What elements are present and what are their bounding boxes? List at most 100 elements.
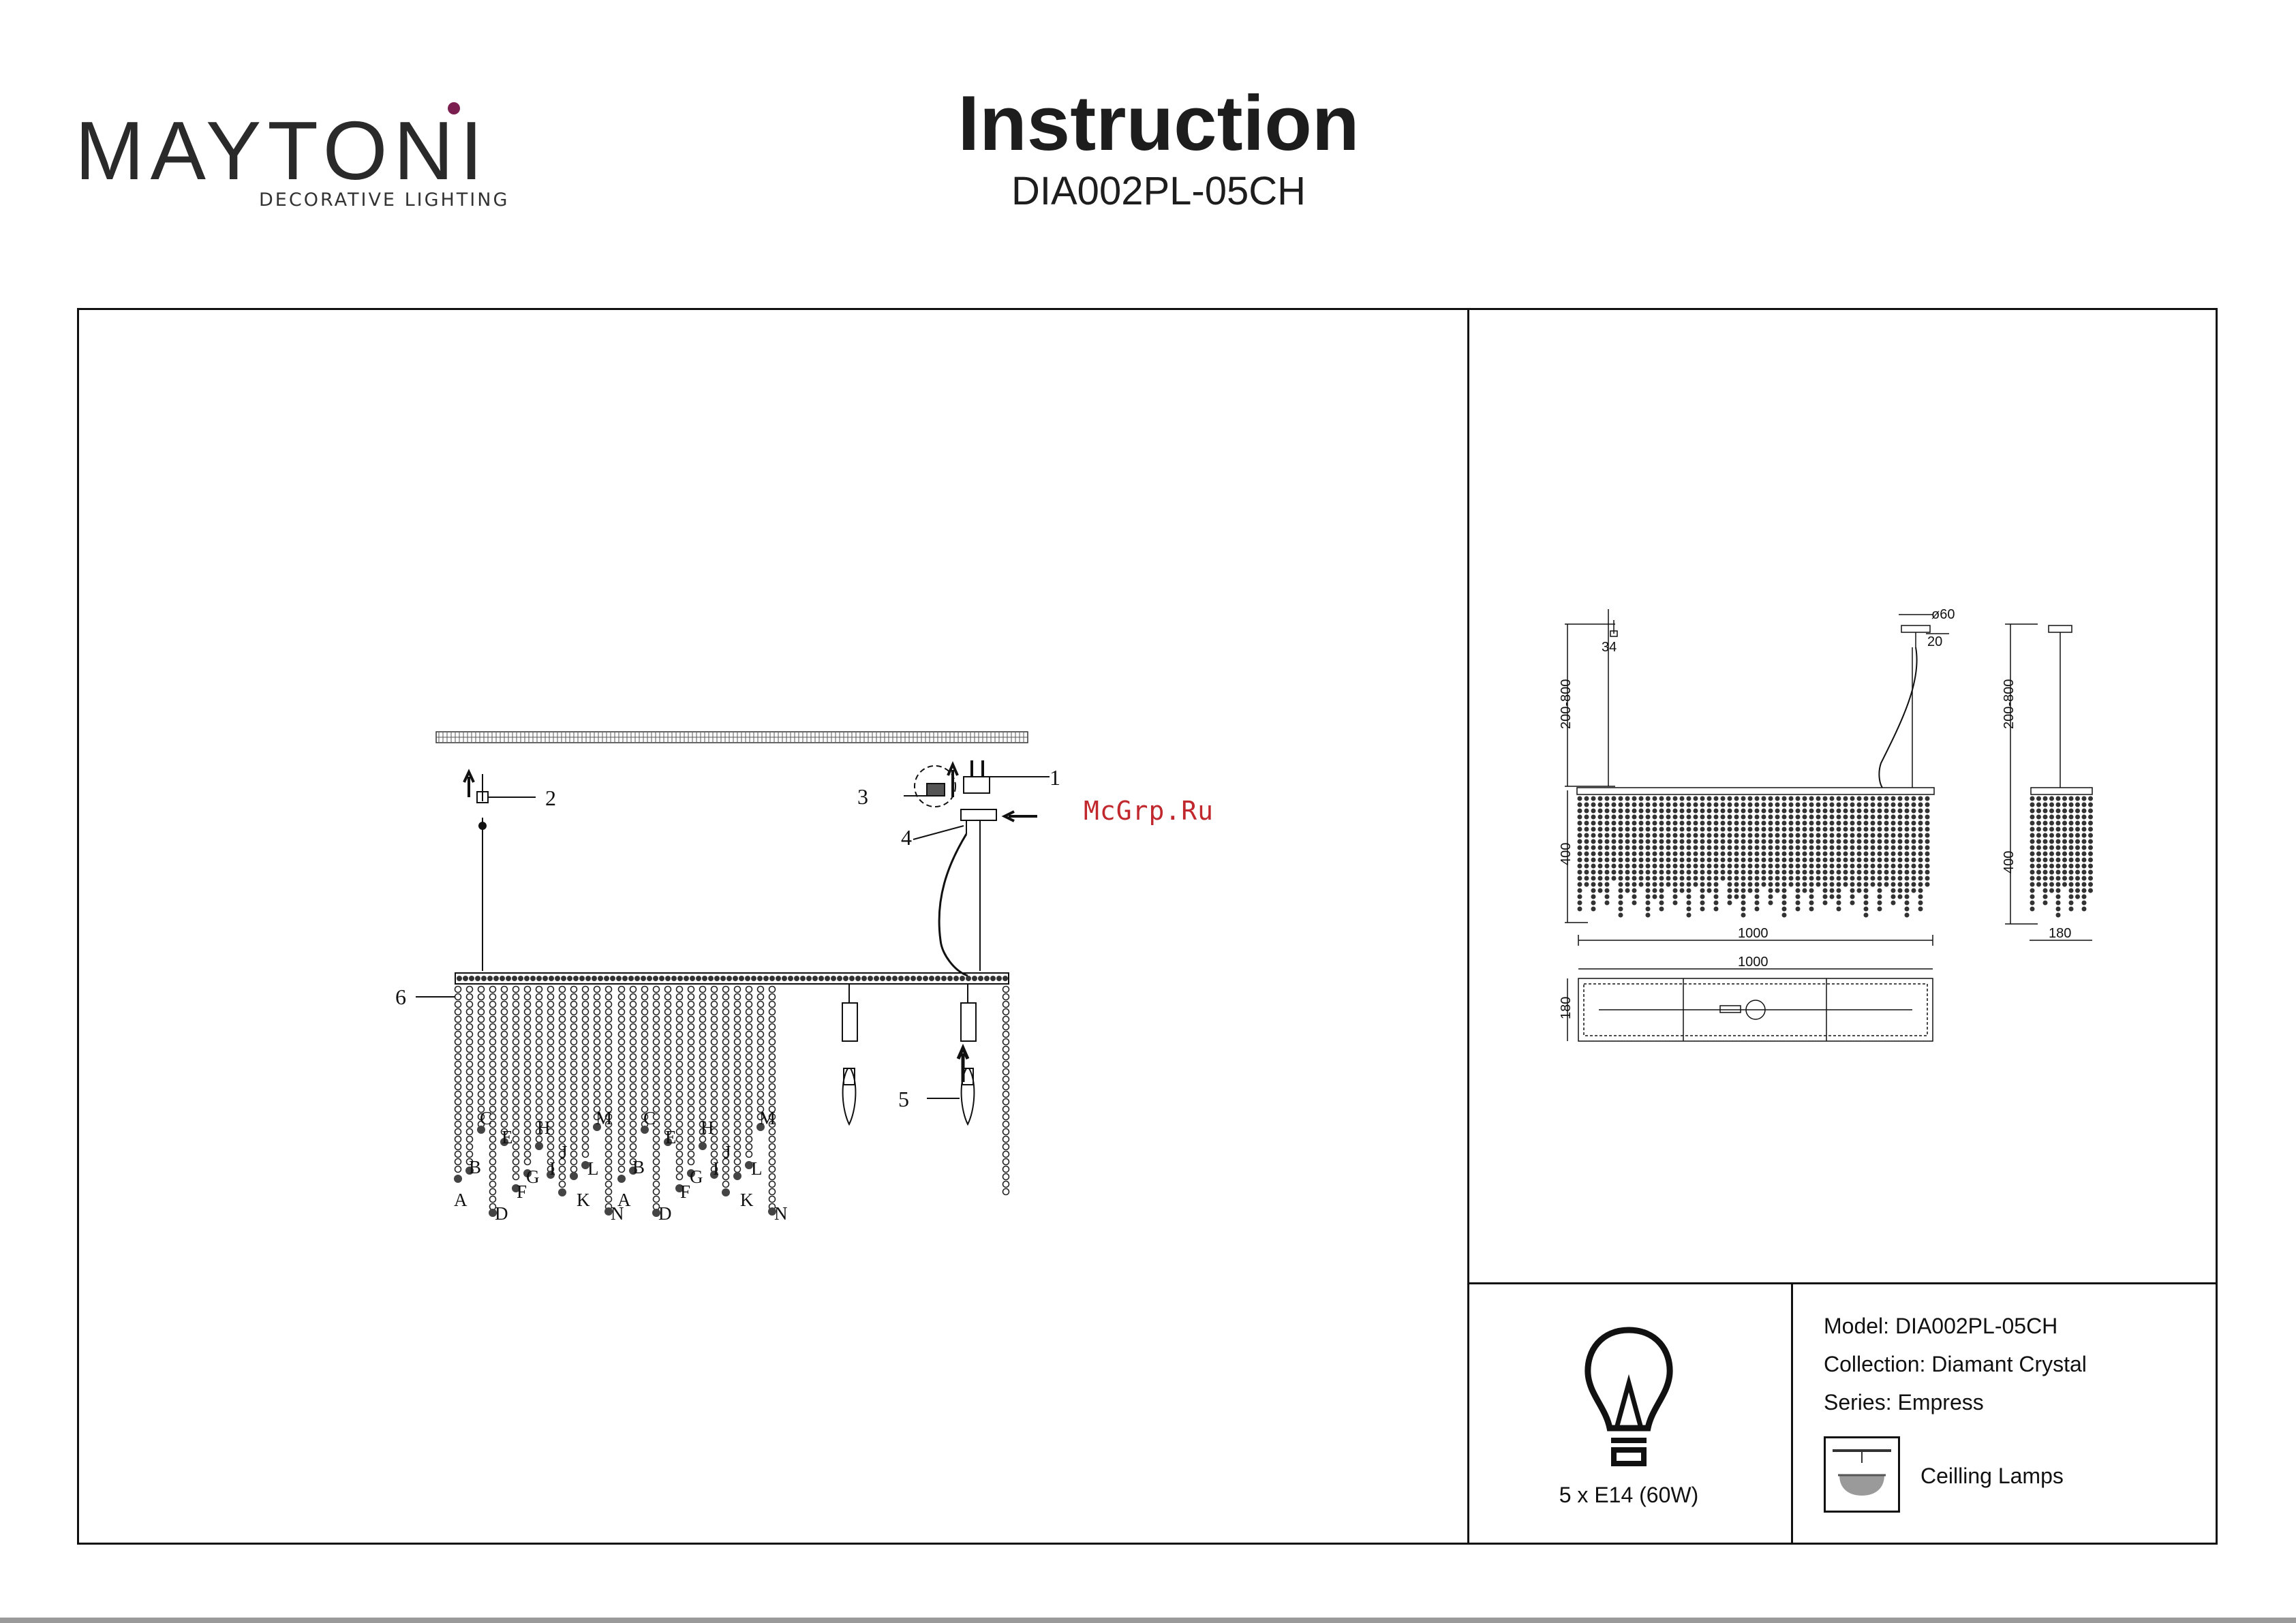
- dim-length-front: 1000: [1738, 926, 1769, 941]
- bulb-caption: 5 x E14 (60W): [1472, 1483, 1786, 1508]
- bar-crystal: [855, 976, 861, 981]
- bar-crystal: [978, 976, 983, 981]
- strand-letter: I: [713, 1158, 719, 1179]
- brand-logo: MAYTONI DECORATIVE LIGHTING: [75, 102, 467, 211]
- crystal-strand: [617, 987, 626, 1184]
- bar-crystal: [757, 976, 763, 981]
- dim-side-suspension: 200-800: [2002, 679, 2017, 729]
- bar-crystal: [825, 976, 830, 981]
- bar-crystal: [929, 976, 934, 981]
- bar-crystal: [518, 976, 523, 981]
- brand-accent-dot: [448, 102, 460, 114]
- bar-crystal: [634, 976, 640, 981]
- frame-divider-info: [1467, 1282, 2218, 1284]
- bar-crystal: [567, 976, 572, 981]
- crystal-strand: [558, 987, 566, 1197]
- bar-crystal: [910, 976, 916, 981]
- model-code: DIA002PL-05CH: [818, 172, 1499, 211]
- bar-crystal: [549, 976, 554, 981]
- callout-5: 5: [898, 1087, 909, 1111]
- bar-crystal: [641, 976, 646, 981]
- bar-crystal: [751, 976, 756, 981]
- crystal-strand: [629, 987, 637, 1175]
- bar-crystal: [542, 976, 548, 981]
- strand-letter: J: [560, 1142, 568, 1162]
- bar-crystal: [861, 976, 867, 981]
- crystal-strand: [512, 987, 520, 1193]
- strand-letter: F: [517, 1181, 527, 1202]
- strand-letter: D: [658, 1203, 672, 1224]
- ceiling-plate: [436, 732, 1028, 743]
- bar-crystal: [463, 976, 468, 981]
- bar-crystal: [953, 976, 959, 981]
- crystal-strand: [745, 987, 753, 1170]
- bar-crystal: [868, 976, 873, 981]
- crystal-strand: [768, 987, 776, 1216]
- frame-divider-spec: [1791, 1282, 1793, 1545]
- bulb-icon: [1581, 1326, 1677, 1469]
- bar-crystal: [579, 976, 585, 981]
- bar-crystal: [653, 976, 658, 981]
- bar-crystal: [726, 976, 732, 981]
- dimension-drawing: 34 ø60 20 200-800 400 1000 1000 180 200-…: [1540, 600, 2113, 1049]
- bar-crystal: [659, 976, 664, 981]
- bar-crystal: [616, 976, 622, 981]
- bar-crystal: [923, 976, 928, 981]
- bar-crystal: [561, 976, 566, 981]
- dim-suspension: 200-800: [1559, 679, 1574, 729]
- bar-crystal: [481, 976, 487, 981]
- bar-crystal: [592, 976, 597, 981]
- bar-crystal: [776, 976, 781, 981]
- strand-letter: G: [526, 1166, 540, 1187]
- bar-crystal: [745, 976, 750, 981]
- bar-crystal: [598, 976, 603, 981]
- bar-crystal: [782, 976, 787, 981]
- bar-crystal: [684, 976, 689, 981]
- callout-1: 1: [1050, 765, 1060, 790]
- bar-crystal: [941, 976, 947, 981]
- dim-canopy-diameter: ø60: [1931, 607, 1955, 622]
- dim-width-side: 180: [2049, 926, 2071, 941]
- bar-crystal: [506, 976, 511, 981]
- bar-crystal: [972, 976, 977, 981]
- bar-crystal: [837, 976, 842, 981]
- bar-crystal: [947, 976, 953, 981]
- crystal-strand: [454, 987, 462, 1184]
- bar-crystal: [702, 976, 707, 981]
- bar-crystal: [935, 976, 940, 981]
- strand-letter: H: [537, 1117, 551, 1138]
- bar-crystal: [892, 976, 898, 981]
- bar-crystal: [500, 976, 505, 981]
- spec-series: Series: Empress: [1824, 1390, 1984, 1415]
- crystal-strand: [687, 987, 695, 1178]
- strand-letter: K: [577, 1190, 590, 1210]
- crystal-strand: [570, 987, 578, 1181]
- canopy-assembly-right: [904, 760, 1050, 976]
- strand-letter: G: [690, 1166, 703, 1187]
- strand-letter: M: [759, 1108, 776, 1128]
- strand-letter: L: [751, 1158, 763, 1179]
- crystal-strand: [722, 987, 730, 1197]
- spec-type-label: Ceilling Lamps: [1920, 1464, 2064, 1489]
- brand-name: MAYTONI: [75, 109, 489, 192]
- dim-length-top: 1000: [1738, 955, 1769, 970]
- callout-6: 6: [395, 985, 406, 1009]
- bar-crystal: [720, 976, 726, 981]
- crystal-strand: [581, 987, 590, 1170]
- callout-3: 3: [857, 784, 868, 809]
- bar-crystal: [788, 976, 793, 981]
- bar-crystal: [874, 976, 879, 981]
- bar-crystal: [880, 976, 885, 981]
- bar-crystal: [960, 976, 965, 981]
- strand-letter: B: [469, 1157, 481, 1177]
- strand-letter: E: [665, 1127, 677, 1147]
- bar-crystal: [831, 976, 836, 981]
- watermark: McGrp.Ru: [1084, 796, 1214, 826]
- bar-crystal: [794, 976, 799, 981]
- bar-crystal: [886, 976, 891, 981]
- bar-crystal: [898, 976, 904, 981]
- strand-letter: D: [495, 1203, 508, 1224]
- bar-crystal: [671, 976, 677, 981]
- bar-crystal: [818, 976, 824, 981]
